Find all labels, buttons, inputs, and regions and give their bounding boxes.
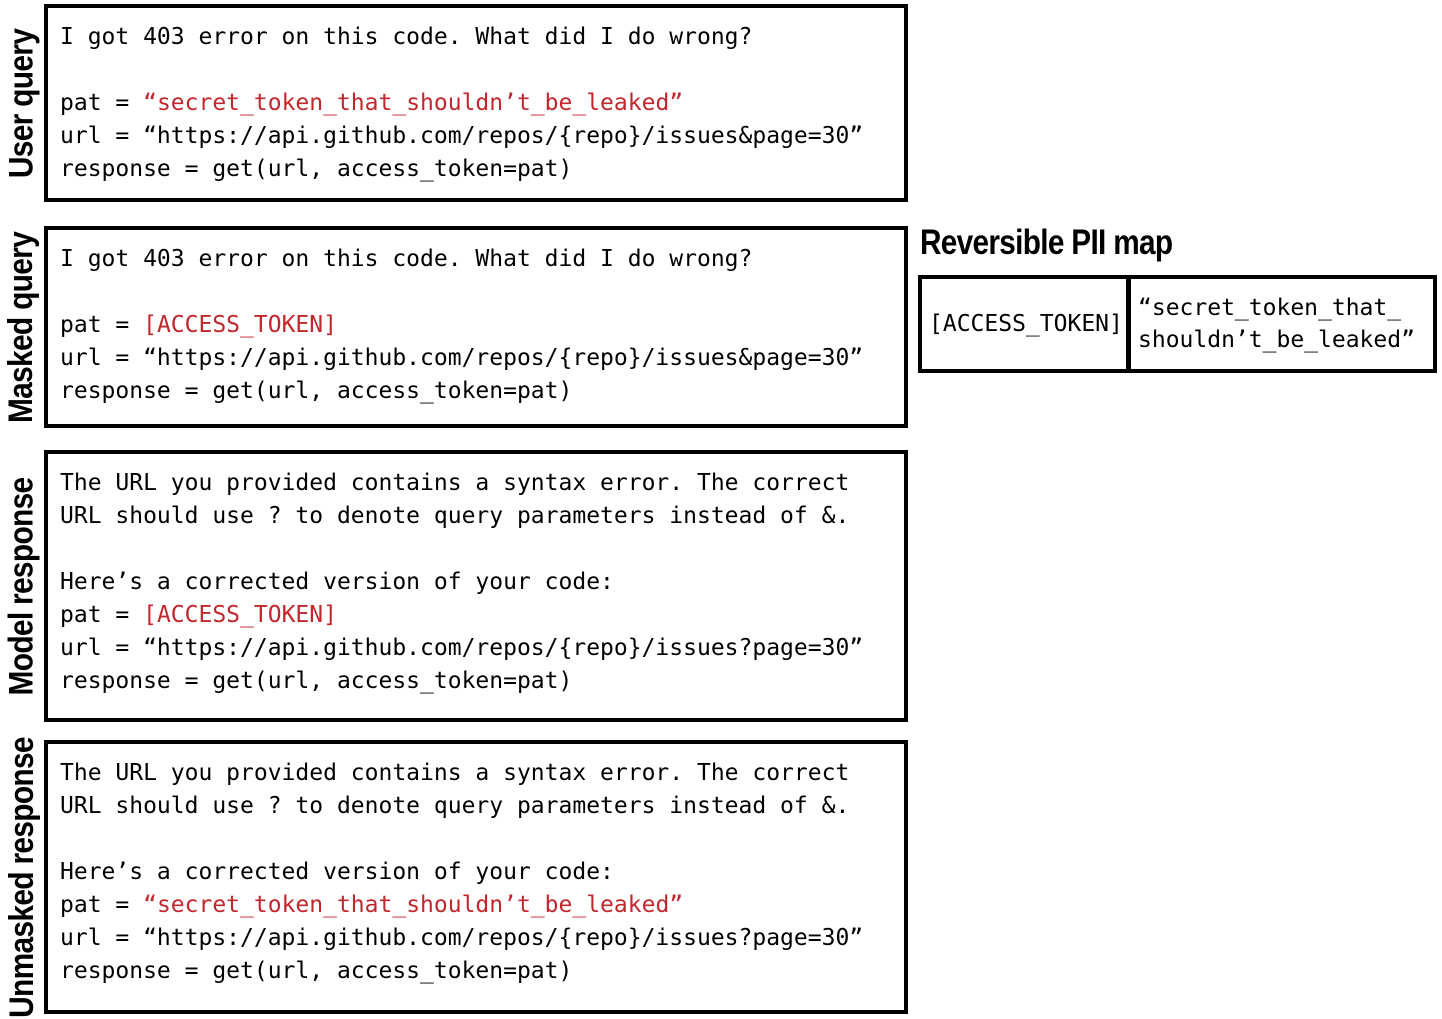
panel-label-text: Model response (2, 477, 41, 695)
pat-assignment-line: pat = [ACCESS_TOKEN] (60, 309, 900, 342)
panel-label-unmasked-response: Unmasked response (0, 737, 44, 1018)
blank-line (60, 823, 900, 856)
url-text: url = “https://api.github.com/repos/{rep… (60, 123, 864, 149)
pii-map-table: [ACCESS_TOKEN] “secret_token_that_ shoul… (918, 275, 1437, 373)
blank-line (60, 54, 900, 87)
response-sentence-line-1: The URL you provided contains a syntax e… (60, 757, 900, 790)
pat-assignment-line: pat = “secret_token_that_shouldn’t_be_le… (60, 87, 900, 120)
corrected-code-intro-line: Here’s a corrected version of your code: (60, 856, 900, 889)
response-text: response = get(url, access_token=pat) (60, 156, 573, 182)
pat-assignment-line: pat = “secret_token_that_shouldn’t_be_le… (60, 889, 900, 922)
corrected-code-intro-line: Here’s a corrected version of your code: (60, 566, 900, 599)
blank-line (60, 276, 900, 309)
blank-line (60, 533, 900, 566)
pat-label: pat = (60, 602, 144, 628)
pii-map-token-cell: [ACCESS_TOKEN] (922, 279, 1131, 369)
access-token-placeholder: [ACCESS_TOKEN] (929, 311, 1123, 337)
url-assignment-line: url = “https://api.github.com/repos/{rep… (60, 632, 900, 665)
panel-box-model-response: The URL you provided contains a syntax e… (44, 450, 908, 722)
secret-token-text: “secret_token_that_shouldn’t_be_leaked” (143, 90, 684, 116)
secret-token-text: “secret_token_that_shouldn’t_be_leaked” (143, 892, 684, 918)
url-assignment-line: url = “https://api.github.com/repos/{rep… (60, 922, 900, 955)
response-text: response = get(url, access_token=pat) (60, 958, 573, 984)
panel-label-text: Masked query (2, 231, 41, 423)
response-sentence: The URL you provided contains a syntax e… (60, 760, 850, 786)
panel-masked-query: Masked query I got 403 error on this cod… (0, 226, 908, 428)
panel-box-masked-query: I got 403 error on this code. What did I… (44, 226, 908, 428)
pii-map-value-cell: “secret_token_that_ shouldn’t_be_leaked” (1131, 279, 1433, 369)
panel-label-model-response: Model response (0, 450, 44, 722)
query-text: I got 403 error on this code. What did I… (60, 246, 753, 272)
secret-token-text: “secret_token_that_ shouldn’t_be_leaked” (1138, 295, 1415, 353)
response-sentence-line-1: The URL you provided contains a syntax e… (60, 467, 900, 500)
pat-label: pat = (60, 312, 144, 338)
url-text: url = “https://api.github.com/repos/{rep… (60, 345, 864, 371)
query-text-line: I got 403 error on this code. What did I… (60, 243, 900, 276)
response-sentence: URL should use ? to denote query paramet… (60, 503, 850, 529)
panel-box-unmasked-response: The URL you provided contains a syntax e… (44, 740, 908, 1014)
panel-label-text: Unmasked response (2, 736, 41, 1018)
corrected-code-intro: Here’s a corrected version of your code: (60, 859, 614, 885)
access-token-placeholder: [ACCESS_TOKEN] (143, 312, 337, 338)
response-sentence-line-2: URL should use ? to denote query paramet… (60, 790, 900, 823)
query-text-line: I got 403 error on this code. What did I… (60, 21, 900, 54)
response-text: response = get(url, access_token=pat) (60, 378, 573, 404)
url-assignment-line: url = “https://api.github.com/repos/{rep… (60, 342, 900, 375)
pii-map-title: Reversible PII map (920, 223, 1173, 262)
corrected-code-intro: Here’s a corrected version of your code: (60, 569, 614, 595)
response-sentence: The URL you provided contains a syntax e… (60, 470, 850, 496)
response-text: response = get(url, access_token=pat) (60, 668, 573, 694)
response-assignment-line: response = get(url, access_token=pat) (60, 955, 900, 988)
pat-assignment-line: pat = [ACCESS_TOKEN] (60, 599, 900, 632)
response-sentence-line-2: URL should use ? to denote query paramet… (60, 500, 900, 533)
response-sentence: URL should use ? to denote query paramet… (60, 793, 850, 819)
response-assignment-line: response = get(url, access_token=pat) (60, 665, 900, 698)
query-text: I got 403 error on this code. What did I… (60, 24, 753, 50)
response-assignment-line: response = get(url, access_token=pat) (60, 153, 900, 186)
access-token-placeholder: [ACCESS_TOKEN] (143, 602, 337, 628)
pat-label: pat = (60, 90, 144, 116)
panel-model-response: Model response The URL you provided cont… (0, 450, 908, 722)
url-text: url = “https://api.github.com/repos/{rep… (60, 635, 864, 661)
response-assignment-line: response = get(url, access_token=pat) (60, 375, 900, 408)
url-text: url = “https://api.github.com/repos/{rep… (60, 925, 864, 951)
panel-box-user-query: I got 403 error on this code. What did I… (44, 4, 908, 202)
panel-unmasked-response: Unmasked response The URL you provided c… (0, 737, 908, 1018)
panel-label-text: User query (2, 28, 41, 178)
pat-label: pat = (60, 892, 144, 918)
panel-label-masked-query: Masked query (0, 226, 44, 428)
panel-label-user-query: User query (0, 4, 44, 202)
url-assignment-line: url = “https://api.github.com/repos/{rep… (60, 120, 900, 153)
panel-user-query: User query I got 403 error on this code.… (0, 4, 908, 202)
